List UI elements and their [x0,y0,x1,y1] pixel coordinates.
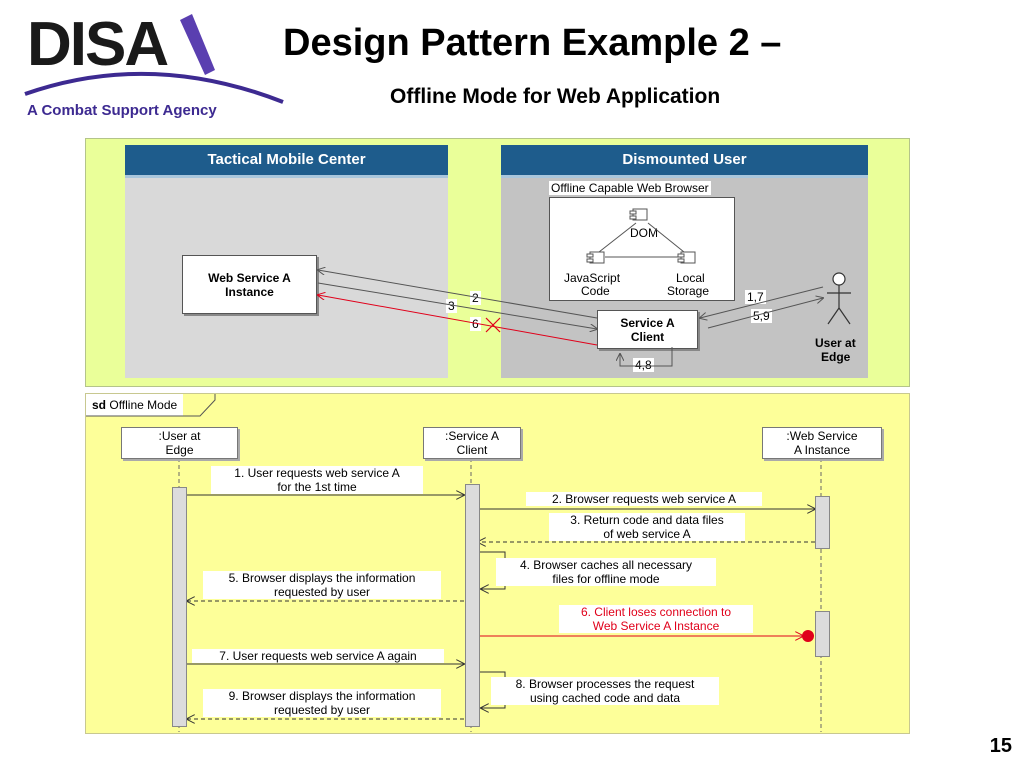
step-label-1-7: 1,7 [745,290,766,304]
step-label-6: 6 [470,317,481,331]
step-label-5-9: 5,9 [751,309,772,323]
lifeline-user-line1: :User at [158,429,201,443]
lifeline-webservice-line2: A Instance [793,443,851,457]
message-6-line1: 6. Client loses connection to [580,605,732,619]
lifeline-user-line2: Edge [165,443,194,457]
web-service-box-line1: Web Service A [208,270,291,285]
web-service-instance-box: Web Service A Instance [182,255,317,314]
storage-label-line1: Local [676,271,705,285]
message-5-line2: requested by user [273,585,371,599]
disa-logo: DISA [27,10,169,79]
message-4-line2: files for offline mode [552,572,660,586]
sequence-frame-tab: sd Offline Mode [86,394,184,416]
dom-label: DOM [630,226,658,240]
message-8-line1: 8. Browser processes the request [515,677,695,691]
storage-label-line2: Storage [667,284,710,298]
message-4-label: 4. Browser caches all necessary files fo… [496,558,716,586]
message-2-label: 2. Browser requests web service A [526,492,762,506]
service-client-box: Service A Client [597,310,698,349]
step-label-4-8: 4,8 [633,358,654,372]
client-activation-bar [465,484,480,727]
actor-label-line1: User at [815,336,856,350]
browser-title: Offline Capable Web Browser [549,181,711,195]
message-1-label: 1. User requests web service A for the 1… [211,466,423,494]
page-number: 15 [989,735,1012,757]
lifeline-client-line2: Client [456,443,488,457]
slide-subtitle: Offline Mode for Web Application [390,85,721,108]
message-9-label: 9. Browser displays the information requ… [203,689,441,717]
message-3-line2: of web service A [603,527,691,541]
js-label-line2: Code [581,284,610,298]
lifeline-webservice: :Web Service A Instance [762,427,882,459]
lifeline-webservice-line1: :Web Service [786,429,858,443]
client-box-line1: Service A [620,315,675,330]
message-2-line1: 2. Browser requests web service A [551,492,737,506]
js-label-line1: JavaScript [564,271,621,285]
webservice-activation-bar-1 [815,496,830,549]
slide-title: Design Pattern Example 2 – [283,22,782,64]
message-7-label: 7. User requests web service A again [192,649,444,663]
step-label-3: 3 [446,299,457,313]
message-8-line2: using cached code and data [529,691,681,705]
message-3-line1: 3. Return code and data files [570,513,724,527]
sd-keyword: sd [92,398,107,412]
lifeline-user: :User at Edge [121,427,238,459]
lifeline-client: :Service A Client [423,427,521,459]
webservice-activation-bar-2 [815,611,830,657]
actor-label-line2: Edge [821,350,851,364]
web-service-box-line2: Instance [225,284,274,299]
message-5-line1: 5. Browser displays the information [228,571,416,585]
dismounted-panel-title: Dismounted User [501,145,868,178]
user-activation-bar [172,487,187,727]
lifeline-client-line1: :Service A [444,429,500,443]
message-1-line1: 1. User requests web service A [234,466,400,480]
sd-name: Offline Mode [109,398,178,412]
message-6-line2: Web Service A Instance [592,619,720,633]
logo-tagline: A Combat Support Agency [27,102,217,119]
message-5-label: 5. Browser displays the information requ… [203,571,441,599]
message-7-line1: 7. User requests web service A again [219,649,417,663]
message-1-line2: for the 1st time [277,480,357,494]
message-9-line2: requested by user [273,703,371,717]
step-label-2: 2 [470,291,481,305]
client-box-line2: Client [630,329,665,344]
tactical-panel-title: Tactical Mobile Center [125,145,448,178]
message-8-label: 8. Browser processes the request using c… [491,677,719,705]
message-9-line1: 9. Browser displays the information [228,689,416,703]
message-3-label: 3. Return code and data files of web ser… [549,513,745,541]
message-4-line1: 4. Browser caches all necessary [519,558,693,572]
message-6-label: 6. Client loses connection to Web Servic… [559,605,753,633]
